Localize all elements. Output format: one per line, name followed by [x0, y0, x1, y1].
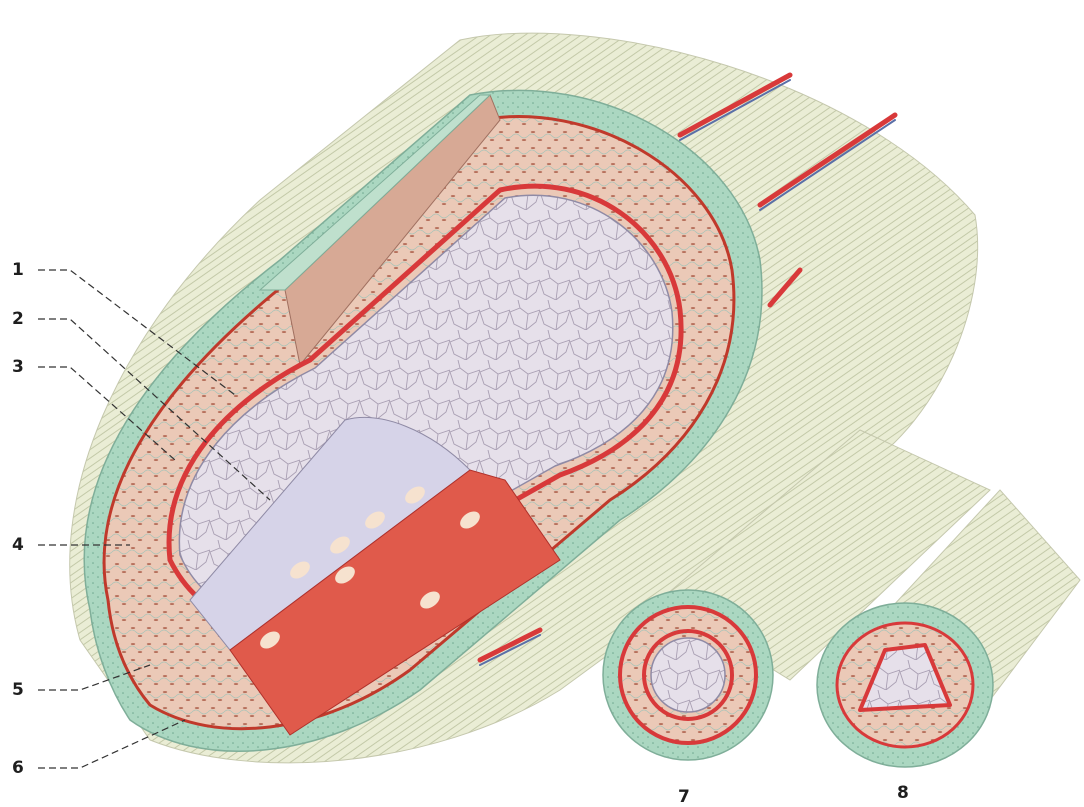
label-8: 8: [897, 785, 909, 802]
label-3: 3: [12, 359, 24, 376]
label-7: 7: [678, 789, 690, 806]
label-5: 5: [12, 682, 24, 699]
label-1: 1: [12, 262, 24, 279]
label-4: 4: [12, 537, 24, 554]
label-6: 6: [12, 760, 24, 777]
label-2: 2: [12, 311, 24, 328]
